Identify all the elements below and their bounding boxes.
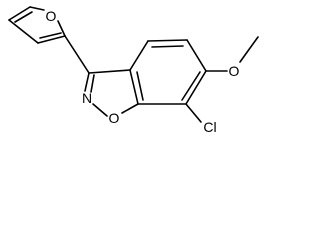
- bond: [129, 40, 149, 71]
- furan-oxygen-label: O: [46, 8, 57, 24]
- bond: [92, 103, 108, 117]
- bond: [8, 19, 39, 44]
- bond: [136, 71, 144, 101]
- bond: [14, 11, 33, 23]
- bond: [129, 69, 139, 105]
- bond: [88, 69, 131, 74]
- bond: [39, 32, 62, 39]
- bond: [147, 39, 188, 42]
- chlorine-label: Cl: [203, 119, 216, 135]
- bonds: [8, 6, 259, 123]
- atom-labels: O N O Cl O: [46, 8, 240, 135]
- bond: [84, 72, 90, 92]
- chemical-structure: O N O Cl O: [8, 6, 259, 135]
- bond: [90, 74, 95, 93]
- isoxazole-oxygen-label: O: [109, 110, 120, 126]
- isoxazole-nitrogen-label: N: [82, 90, 92, 106]
- bond: [185, 103, 202, 123]
- bond: [185, 70, 207, 105]
- methoxy-oxygen-label: O: [229, 63, 240, 79]
- bond: [239, 36, 259, 63]
- bond: [186, 39, 207, 72]
- bond: [57, 20, 66, 37]
- bond: [29, 6, 45, 11]
- bond: [151, 45, 184, 48]
- bond: [181, 71, 201, 101]
- bond: [8, 6, 31, 21]
- bond: [121, 103, 139, 114]
- bond: [64, 35, 90, 74]
- bond: [37, 35, 66, 44]
